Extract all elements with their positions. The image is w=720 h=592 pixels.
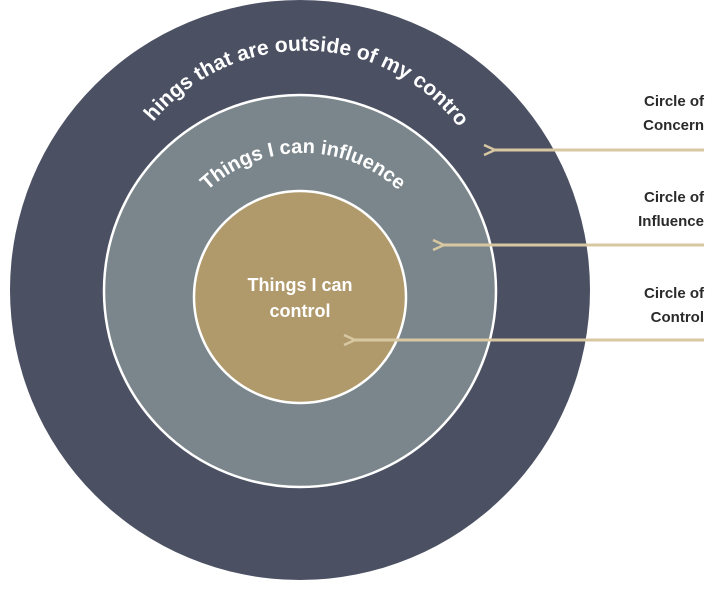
label-circle-of-control: Circle of Control (644, 282, 704, 330)
label-influence-line1: Circle of (643, 189, 704, 206)
circle-of-control (192, 189, 408, 405)
label-influence-line2: Influence (638, 213, 704, 230)
label-circle-of-influence: Circle of Influence (638, 186, 704, 234)
label-circle-of-concern: Circle of Concern (643, 90, 704, 138)
label-concern-line1: Circle of (643, 93, 704, 110)
label-control-line1: Circle of (643, 285, 704, 302)
label-control-line2: Control (650, 309, 704, 326)
label-concern-line2: Concern (643, 117, 704, 134)
inner-circle-label-line1: Things I can (247, 275, 352, 295)
inner-circle-label-line2: control (270, 301, 331, 321)
